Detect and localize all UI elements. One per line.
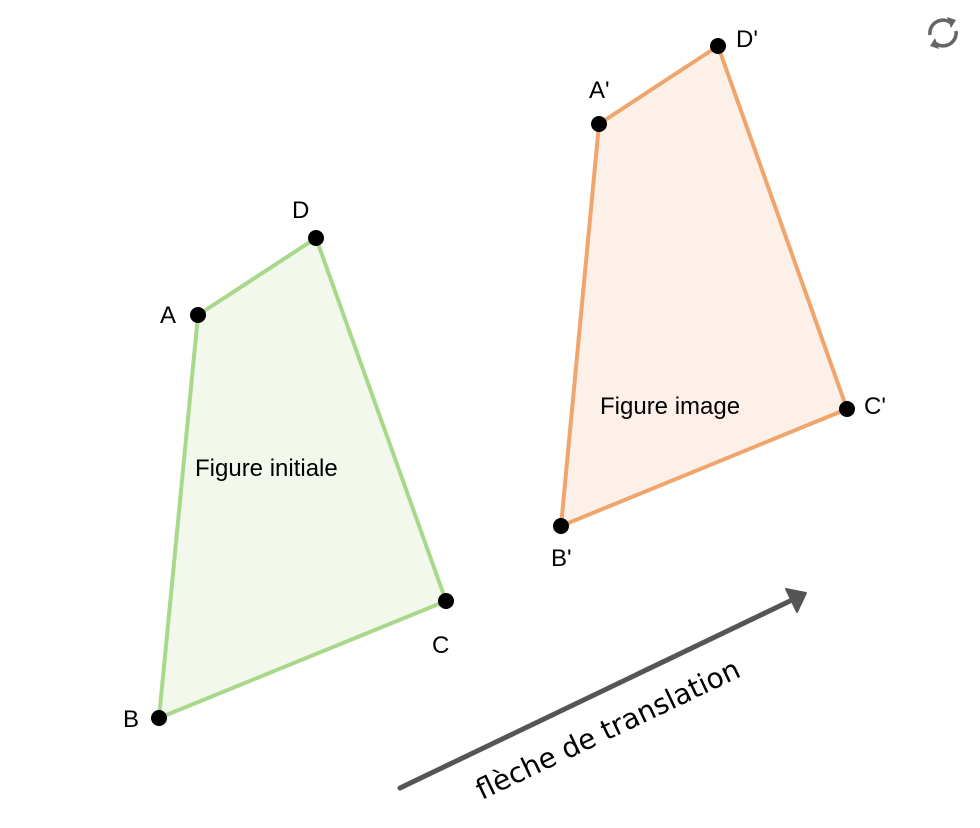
point-A-prime[interactable] (591, 116, 607, 132)
label-A-prime: A' (589, 77, 610, 104)
label-D-prime: D' (736, 26, 758, 53)
initial-figure-label: Figure initiale (195, 455, 338, 482)
arrow-head-icon (785, 588, 807, 613)
label-D: D (292, 197, 309, 224)
point-B[interactable] (151, 710, 167, 726)
refresh-icon[interactable] (928, 17, 958, 49)
point-D[interactable] (308, 230, 324, 246)
label-B: B (123, 706, 139, 733)
arrow-label: flèche de translation (471, 652, 746, 806)
label-C: C (432, 632, 449, 659)
label-C-prime: C' (864, 393, 886, 420)
point-B-prime[interactable] (553, 518, 569, 534)
point-C-prime[interactable] (839, 401, 855, 417)
label-A: A (160, 302, 176, 329)
translation-arrow[interactable] (397, 598, 793, 791)
label-B-prime: B' (551, 545, 572, 572)
point-D-prime[interactable] (710, 38, 726, 54)
image-figure-label: Figure image (600, 393, 740, 420)
point-C[interactable] (438, 593, 454, 609)
point-A[interactable] (190, 307, 206, 323)
